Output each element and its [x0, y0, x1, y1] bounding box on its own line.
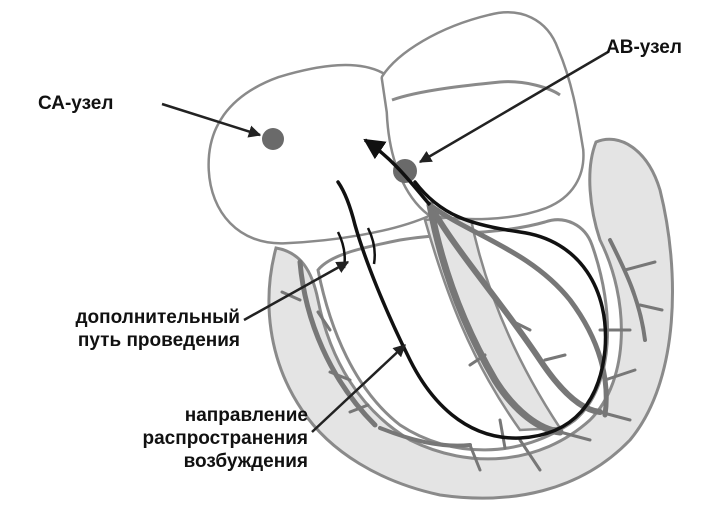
accessory-pathway-label-line-2: путь проведения	[75, 329, 240, 352]
excitation-direction-label-line-3: возбуждения	[142, 450, 308, 473]
accessory-pathway-label: дополнительный путь проведения	[75, 306, 240, 352]
av-node-label: АВ-узел	[606, 36, 682, 59]
excitation-direction-label-line-1: направление	[142, 404, 308, 427]
sa-node-label: СА-узел	[38, 92, 113, 115]
excitation-direction-label-line-2: распространения	[142, 427, 308, 450]
sa-node	[262, 128, 284, 150]
av-node	[393, 159, 417, 183]
accessory-pathway-label-line-1: дополнительный	[75, 306, 240, 329]
excitation-direction-label: направление распространения возбуждения	[142, 404, 308, 473]
